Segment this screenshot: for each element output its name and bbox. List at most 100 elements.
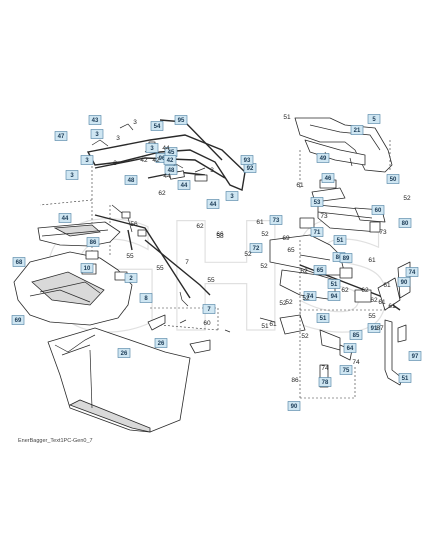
- callout-label: 51: [320, 316, 327, 322]
- callout-51: 51: [333, 235, 347, 245]
- callout-3: 3: [145, 143, 159, 153]
- callout-64: 64: [343, 343, 357, 353]
- callout-89: 89: [339, 253, 353, 263]
- callout-8: 8: [139, 293, 153, 303]
- part-number-3: 3: [210, 167, 214, 174]
- callout-26: 26: [154, 338, 168, 348]
- part-number-62: 62: [300, 268, 308, 275]
- callout-43: 43: [88, 115, 102, 125]
- part-number-61: 61: [296, 182, 304, 189]
- callout-74: 74: [405, 267, 419, 277]
- callout-box: [386, 174, 400, 184]
- bag-top: [13, 250, 133, 326]
- callout-box: [310, 197, 324, 207]
- callout-3: 3: [80, 155, 94, 165]
- callout-50: 50: [386, 174, 400, 184]
- callout-box: [405, 267, 419, 277]
- callout-97: 97: [408, 351, 422, 361]
- callout-box: [206, 199, 220, 209]
- part-number-61: 61: [256, 219, 264, 226]
- callout-box: [321, 173, 335, 183]
- callout-label: 91: [371, 326, 378, 332]
- callout-86: 86: [86, 237, 100, 247]
- callout-44: 44: [177, 180, 191, 190]
- callout-label: 93: [244, 158, 251, 164]
- bag-body: [47, 327, 191, 433]
- part-number-44: 44: [162, 145, 170, 152]
- part-number-55: 55: [126, 253, 134, 260]
- callout-label: 47: [58, 134, 65, 140]
- callout-box: [310, 227, 324, 237]
- part-number-55: 55: [207, 277, 215, 284]
- callout-box: [398, 218, 412, 228]
- part-number-51: 51: [283, 114, 291, 121]
- callout-box: [240, 155, 254, 165]
- callout-80: 80: [398, 218, 412, 228]
- bag-lid: [37, 221, 121, 247]
- part-number-73: 73: [379, 229, 387, 236]
- callout-box: [333, 235, 347, 245]
- part-number-56: 56: [130, 221, 138, 228]
- callout-box: [371, 205, 385, 215]
- callout-box: [249, 243, 263, 253]
- callout-box: [316, 313, 330, 323]
- callout-10: 10: [80, 263, 94, 273]
- callout-box: [139, 293, 153, 303]
- callout-53: 53: [310, 197, 324, 207]
- callout-box: [327, 279, 341, 289]
- callout-label: 3: [150, 146, 154, 152]
- callout-label: 74: [307, 294, 314, 300]
- callout-box: [150, 121, 164, 131]
- callout-51: 51: [327, 279, 341, 289]
- callout-90: 90: [397, 277, 411, 287]
- callout-label: 50: [390, 177, 397, 183]
- callout-box: [163, 155, 177, 165]
- part-number-52: 52: [261, 231, 269, 238]
- callout-box: [313, 265, 327, 275]
- callout-label: 72: [253, 246, 260, 252]
- callout-26: 26: [117, 348, 131, 358]
- callout-49: 49: [316, 153, 330, 163]
- callout-box: [339, 253, 353, 263]
- callout-2: 2: [124, 273, 138, 283]
- part-number-87: 87: [376, 325, 384, 332]
- callout-68: 68: [12, 257, 26, 267]
- callout-47: 47: [54, 131, 68, 141]
- callout-label: 42: [167, 158, 174, 164]
- callout-box: [11, 315, 25, 325]
- callout-label: 65: [317, 268, 324, 274]
- callout-74: 74: [303, 291, 317, 301]
- callout-box: [124, 175, 138, 185]
- part-number-86: 86: [291, 377, 299, 384]
- callout-label: 89: [343, 256, 350, 262]
- part-number-62: 62: [370, 297, 378, 304]
- callout-box: [269, 215, 283, 225]
- part-number-52: 52: [279, 300, 287, 307]
- callout-3: 3: [225, 191, 239, 201]
- top-bracket: [294, 117, 393, 173]
- callout-44: 44: [58, 213, 72, 223]
- callout-60: 60: [371, 205, 385, 215]
- callout-box: [408, 351, 422, 361]
- callout-91: 91: [367, 323, 381, 333]
- part-number-52: 52: [260, 263, 268, 270]
- callout-box: [350, 125, 364, 135]
- callout-69: 69: [11, 315, 25, 325]
- callout-7: 7: [202, 304, 216, 314]
- callout-label: 90: [401, 280, 408, 286]
- callout-42: 42: [163, 155, 177, 165]
- callout-box: [174, 115, 188, 125]
- callout-label: 2: [129, 276, 133, 282]
- callout-box: [12, 257, 26, 267]
- callout-48: 48: [124, 175, 138, 185]
- part-number-42: 42: [140, 157, 148, 164]
- part-number-44: 44: [163, 173, 171, 180]
- callout-box: [54, 131, 68, 141]
- callout-label: 49: [320, 156, 327, 162]
- part-number-69: 69: [282, 235, 290, 242]
- callout-label: 60: [375, 208, 382, 214]
- callout-21: 21: [350, 125, 364, 135]
- callout-92: 92: [243, 163, 257, 173]
- callout-54: 54: [150, 121, 164, 131]
